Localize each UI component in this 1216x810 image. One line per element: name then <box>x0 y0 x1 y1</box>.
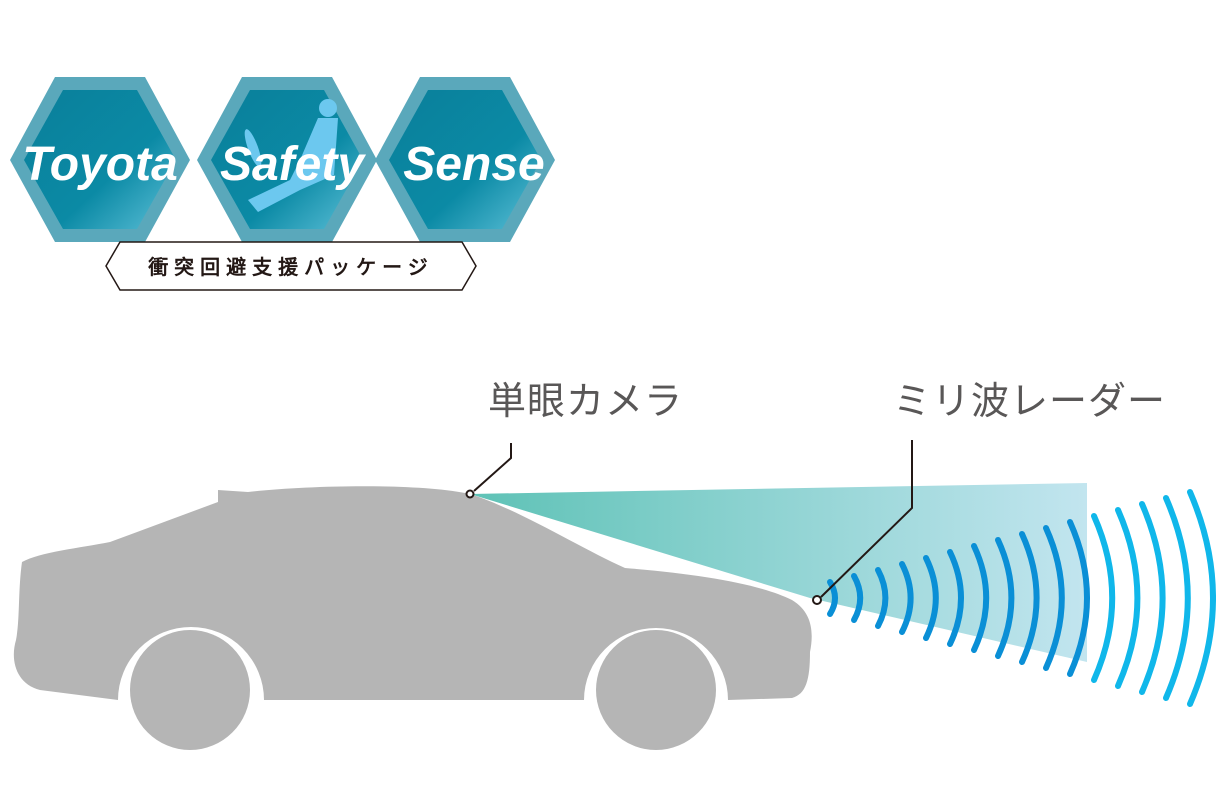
rear-wheel <box>130 630 250 750</box>
radar-wave-arc <box>995 537 1015 659</box>
toyota-safety-sense-logo: Toyota Safety Sense 衝突回避支援パッケージ <box>10 77 555 291</box>
car-silhouette <box>13 486 812 750</box>
radar-wave-arc <box>947 549 964 647</box>
camera-leader-line <box>465 443 512 499</box>
radar-label: ミリ波レーダー <box>893 379 1167 423</box>
radar-wave-arc <box>827 579 838 617</box>
radar-wave-arc <box>1139 501 1166 695</box>
logo-word-sense: Sense <box>403 138 544 191</box>
radar-wave-arc <box>875 567 889 629</box>
radar-leader-line <box>812 440 913 605</box>
logo-hexagon-safety: Safety <box>197 77 377 242</box>
front-wheel <box>596 630 716 750</box>
logo-hexagon-sense: Sense <box>375 77 555 242</box>
radar-wave-arc <box>851 573 864 623</box>
radar-wave-arc <box>1019 531 1040 665</box>
radar-wave-arc <box>1067 519 1090 677</box>
radar-wave-arc <box>1187 489 1216 707</box>
radar-wave-arc <box>971 543 990 653</box>
logo-hexagon-toyota: Toyota <box>10 77 190 242</box>
radar-wave-arc <box>1115 507 1141 689</box>
logo-word-toyota: Toyota <box>22 138 178 191</box>
radar-wave-arc <box>1043 525 1065 671</box>
radar-wave-arc <box>1091 513 1116 683</box>
logo-tagline: 衝突回避支援パッケージ <box>147 255 434 279</box>
camera-label: 単眼カメラ <box>488 379 684 423</box>
radar-wave-arc <box>899 561 914 635</box>
radar-wave-arc <box>923 555 939 641</box>
driver-figure-icon <box>244 99 338 212</box>
radar-waves <box>827 489 1216 707</box>
logo-word-safety: Safety <box>220 138 366 191</box>
radar-wave-arc <box>1163 495 1191 701</box>
logo-tagline-banner: 衝突回避支援パッケージ <box>105 241 477 291</box>
